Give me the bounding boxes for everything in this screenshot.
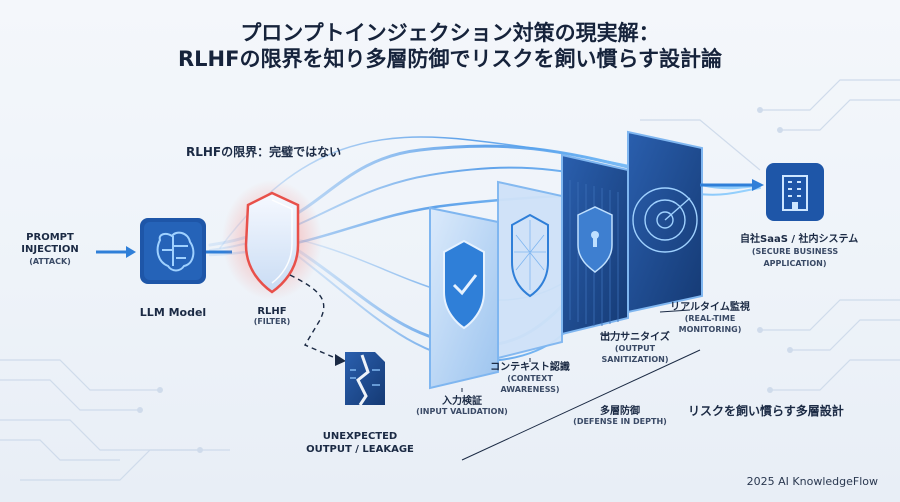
layer-monitoring-label: リアルタイム監視 (670, 302, 750, 313)
rlhf-label: RLHF (FILTER) (242, 306, 302, 326)
attack-label: PROMPT INJECTION (ATTACK) (6, 232, 94, 268)
circuit-lines (0, 79, 900, 481)
layer-context-sub2: AWARENESS) (500, 385, 560, 394)
layer-input-label: 入力検証 (442, 396, 482, 407)
app-label-text: 自社SaaS / 社内システム (740, 234, 859, 245)
layer-label-sanitization: 出力サニタイズ (OUTPUT SANITIZATION) (580, 332, 690, 365)
rlhf-shield-icon (244, 191, 300, 294)
building-icon (766, 163, 824, 221)
defense-in-depth-text: 多層防御 (600, 406, 640, 417)
tame-risk-label: リスクを飼い慣らす多層設計 (688, 404, 844, 418)
leader-lines (461, 309, 701, 461)
app-label-sub1: (SECURE BUSINESS (751, 247, 839, 256)
layer-label-context: コンテキスト認識 (CONTEXT AWARENESS) (470, 362, 590, 395)
attack-label-line2: INJECTION (21, 244, 79, 255)
layer-label-input: 入力検証 (INPUT VALIDATION) (402, 392, 522, 416)
layer-sanitization-sub2: SANITIZATION) (601, 355, 669, 364)
page-title-line2: RLHFの限界を知り多層防御でリスクを飼い慣らす設計論 (177, 47, 723, 71)
broken-document-icon (345, 352, 385, 406)
layer-panel-monitoring (627, 130, 703, 314)
layer-monitoring-sub1: (REAL-TIME (684, 314, 736, 323)
llm-model-label: LLM Model (139, 306, 207, 319)
leak-label-line2: OUTPUT / LEAKAGE (306, 444, 414, 455)
defense-in-depth-sub: (DEFENSE IN DEPTH) (573, 417, 667, 426)
leak-label: UNEXPECTED OUTPUT / LEAKAGE (300, 430, 420, 456)
layer-sanitization-sub1: (OUTPUT (614, 344, 656, 353)
attack-label-sub: (ATTACK) (29, 257, 71, 266)
check-shield-icon (443, 239, 485, 330)
layer-input-sub: (INPUT VALIDATION) (416, 407, 508, 416)
footer-credit: 2025 AI KnowledgeFlow (746, 475, 878, 488)
defense-in-depth-label: 多層防御 (DEFENSE IN DEPTH) (560, 402, 680, 426)
layer-context-label: コンテキスト認識 (490, 362, 570, 373)
leak-label-line1: UNEXPECTED (322, 431, 398, 442)
brain-icon (156, 231, 195, 272)
page-title-line1: プロンプトインジェクション対策の現実解： (240, 21, 660, 45)
layer-sanitization-label: 出力サニタイズ (600, 332, 670, 343)
layer-panel-sanitization (561, 153, 629, 336)
rlhf-label-sub: (FILTER) (253, 317, 291, 326)
layer-label-monitoring: リアルタイム監視 (REAL-TIME MONITORING) (650, 302, 770, 335)
layer-panel-input (429, 206, 499, 390)
layer-context-sub1: (CONTEXT (507, 374, 553, 383)
rlhf-limit-note: RLHFの限界：完璧ではない (186, 145, 342, 159)
layer-monitoring-sub2: MONITORING) (678, 325, 742, 334)
app-label-sub2: APPLICATION) (763, 259, 827, 268)
layer-panel-context (497, 180, 563, 360)
radar-icon (632, 187, 698, 253)
leak-path (289, 274, 341, 361)
llm-model-box (140, 218, 206, 284)
attack-label-line1: PROMPT (26, 232, 74, 243)
app-label: 自社SaaS / 社内システム (SECURE BUSINESS APPLICA… (740, 234, 859, 270)
network-shield-icon (511, 213, 549, 298)
rlhf-label-text: RLHF (257, 306, 287, 317)
